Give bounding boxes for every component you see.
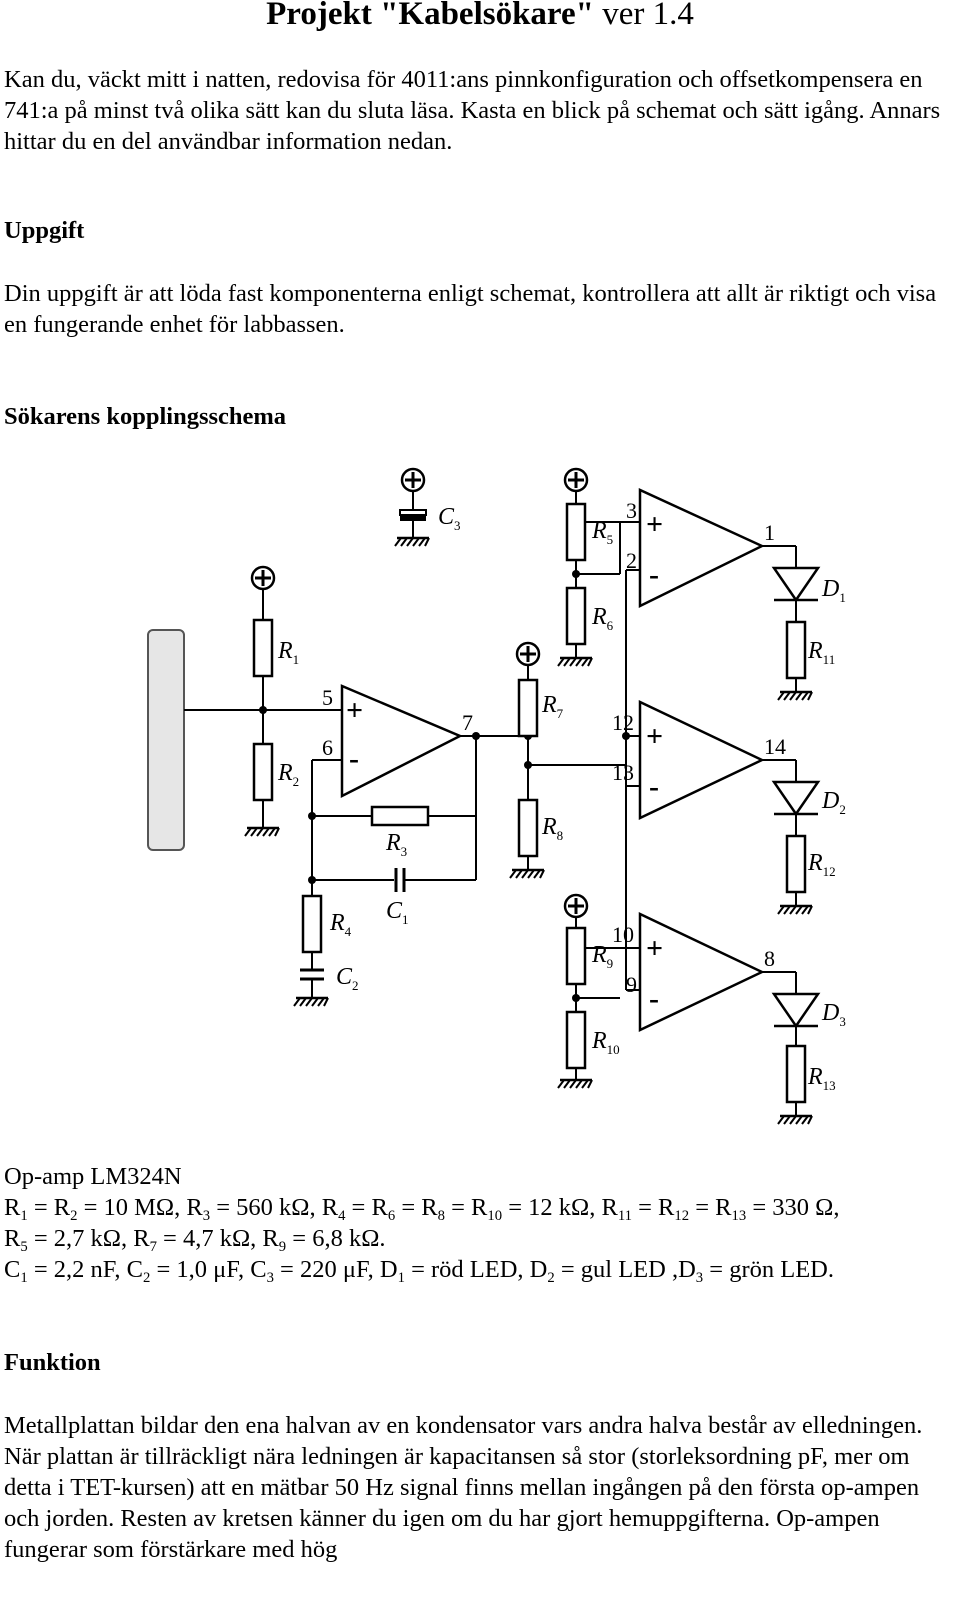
supply-plus-icon (515, 641, 541, 667)
ground-icon (556, 1078, 594, 1090)
supply-plus-icon (400, 467, 426, 493)
opamp-3 (638, 700, 765, 820)
label-r11: R11 (807, 638, 835, 667)
opamp-line: Op-amp LM324N (4, 1163, 182, 1190)
resistor-r2 (252, 742, 274, 802)
label-r13: R13 (807, 1064, 836, 1093)
label-r2: R2 (277, 760, 299, 789)
funktion-heading: Funktion (4, 1349, 101, 1376)
label-r7: R7 (541, 692, 564, 721)
ground-icon (556, 656, 594, 668)
opamp-4 (638, 912, 765, 1032)
label-r1: R1 (277, 638, 299, 667)
ground-icon (243, 826, 281, 838)
intro-paragraph: Kan du, väckt mitt i natten, redovisa fö… (4, 66, 941, 155)
capacitor-c1 (394, 868, 406, 892)
resistor-r8 (517, 798, 539, 858)
supply-plus-icon (563, 893, 589, 919)
resistor-r1 (252, 618, 274, 678)
resistor-r9 (565, 926, 587, 986)
label-r3: R3 (385, 830, 407, 859)
svg-text:-: - (649, 770, 659, 803)
svg-text:8: 8 (764, 946, 775, 971)
resistor-r7 (517, 678, 539, 738)
svg-text:3: 3 (626, 498, 637, 523)
uppgift-heading: Uppgift (4, 217, 85, 244)
label-r8: R8 (541, 814, 563, 843)
supply-plus-icon (250, 565, 276, 591)
component-values-line-1: R1 = R2 = 10 MΩ, R3 = 560 kΩ, R4 = R6 = … (4, 1194, 840, 1225)
label-r5: R5 (591, 518, 613, 547)
label-d1: D1 (821, 576, 846, 605)
svg-text:5: 5 (322, 685, 333, 710)
svg-text:13: 13 (612, 760, 634, 785)
svg-text:-: - (349, 742, 359, 775)
opamp-1 (340, 684, 463, 799)
svg-text:-: - (649, 558, 659, 591)
supply-plus-icon (563, 467, 589, 493)
svg-text:+: + (346, 694, 363, 727)
led-d2 (771, 780, 821, 817)
ground-icon (776, 1114, 814, 1126)
component-values-line-3: C1 = 2,2 nF, C2 = 1,0 μF, C3 = 220 μF, D… (4, 1256, 834, 1287)
page-title: Projekt "Kabelsökare" ver 1.4 (0, 0, 960, 34)
capacitor-c3 (399, 509, 427, 521)
label-r4: R4 (329, 910, 352, 939)
label-c3: C3 (438, 504, 461, 533)
funktion-paragraph: Metallplattan bildar den ena halvan av e… (4, 1412, 923, 1563)
resistor-r11 (785, 620, 807, 680)
led-d3 (771, 992, 821, 1029)
svg-text:2: 2 (626, 548, 637, 573)
resistor-r6 (565, 586, 587, 646)
svg-text:7: 7 (462, 710, 473, 735)
metal-plate (147, 629, 185, 851)
ground-icon (292, 996, 330, 1008)
resistor-r4 (301, 894, 323, 954)
svg-text:1: 1 (764, 520, 775, 545)
label-c2: C2 (336, 964, 359, 993)
label-r9: R9 (591, 942, 613, 971)
title-main: Projekt "Kabelsökare" (266, 0, 594, 32)
label-d3: D3 (821, 1000, 846, 1029)
uppgift-paragraph: Din uppgift är att löda fast komponenter… (4, 280, 937, 338)
svg-text:-: - (649, 982, 659, 1015)
svg-text:10: 10 (612, 922, 634, 947)
resistor-r10 (565, 1010, 587, 1070)
svg-text:+: + (646, 932, 663, 965)
svg-text:9: 9 (626, 972, 637, 997)
svg-text:6: 6 (322, 735, 333, 760)
svg-text:+: + (646, 720, 663, 753)
label-r12: R12 (807, 850, 836, 879)
label-c1: C1 (386, 898, 409, 927)
component-values-line-2: R5 = 2,7 kΩ, R7 = 4,7 kΩ, R9 = 6,8 kΩ. (4, 1225, 386, 1256)
resistor-r13 (785, 1044, 807, 1104)
ground-icon (776, 690, 814, 702)
ground-icon (776, 904, 814, 916)
ground-icon (393, 536, 431, 548)
resistor-r3 (370, 805, 430, 827)
led-d1 (771, 566, 821, 603)
svg-text:12: 12 (612, 710, 634, 735)
opamp-2 (638, 488, 765, 609)
resistor-r5 (565, 502, 587, 562)
title-version: ver 1.4 (593, 0, 694, 32)
label-r6: R6 (591, 604, 614, 633)
label-d2: D2 (821, 788, 846, 817)
label-r10: R10 (591, 1028, 620, 1057)
svg-text:+: + (646, 508, 663, 541)
ground-icon (508, 868, 546, 880)
svg-text:14: 14 (764, 734, 786, 759)
circuit-schematic: + - + - + - + - 5 6 7 3 2 1 12 13 14 10 … (147, 467, 846, 1126)
capacitor-c2 (300, 968, 324, 981)
resistor-r12 (785, 834, 807, 894)
schematic-heading: Sökarens kopplingsschema (4, 403, 287, 430)
